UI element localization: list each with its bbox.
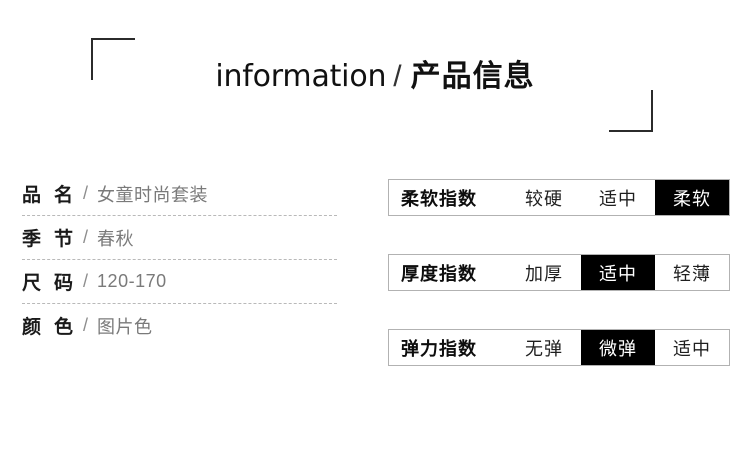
- spec-label-char-2: 名: [54, 185, 76, 206]
- index-option-selected[interactable]: 适中: [581, 255, 655, 290]
- spec-separator: /: [83, 271, 89, 291]
- index-option[interactable]: 适中: [599, 188, 637, 209]
- index-bar-softness: 柔软指数 较硬 适中 柔软: [388, 179, 730, 216]
- index-bar-label: 柔软指数: [401, 188, 477, 209]
- corner-bracket-bottom-right: [609, 90, 653, 132]
- spec-separator: /: [83, 315, 89, 335]
- index-bar-list: 柔软指数 较硬 适中 柔软 厚度指数 加厚 适中 轻薄 弹力指数 无弹 微弹 适…: [388, 179, 730, 366]
- spec-label-char-1: 品: [22, 185, 44, 206]
- index-option-group: 无弹 微弹 适中: [483, 330, 729, 365]
- index-option-group: 较硬 适中 柔软: [483, 180, 729, 215]
- spec-value: 图片色: [97, 316, 153, 337]
- spec-row-color: 颜色 / 图片色: [22, 304, 337, 347]
- spec-divider: [22, 259, 337, 260]
- spec-separator: /: [83, 227, 89, 247]
- index-option-group: 加厚 适中 轻薄: [483, 255, 729, 290]
- spec-divider: [22, 303, 337, 304]
- index-option[interactable]: 较硬: [525, 188, 563, 209]
- spec-label-char-2: 节: [54, 229, 76, 250]
- index-bar-thickness: 厚度指数 加厚 适中 轻薄: [388, 254, 730, 291]
- spec-label: 颜色: [22, 312, 75, 339]
- index-option[interactable]: 适中: [673, 338, 711, 359]
- spec-label-char-2: 码: [54, 273, 76, 294]
- index-option-selected[interactable]: 微弹: [581, 330, 655, 365]
- page-title-separator: /: [393, 60, 402, 93]
- spec-label: 尺码: [22, 268, 75, 295]
- index-option[interactable]: 轻薄: [673, 263, 711, 284]
- spec-value: 女童时尚套装: [97, 184, 209, 205]
- spec-separator: /: [83, 183, 89, 203]
- spec-label: 季节: [22, 224, 75, 251]
- spec-label-char-2: 色: [54, 317, 76, 338]
- spec-label-char-1: 颜: [22, 317, 44, 338]
- spec-row-season: 季节 / 春秋: [22, 216, 337, 259]
- spec-row-product-name: 品名 / 女童时尚套装: [22, 172, 337, 215]
- spec-label-char-1: 尺: [22, 273, 44, 294]
- index-option-selected[interactable]: 柔软: [655, 180, 729, 215]
- index-bar-label: 厚度指数: [401, 263, 477, 284]
- corner-bracket-top-left: [91, 38, 135, 80]
- spec-row-size: 尺码 / 120-170: [22, 260, 337, 303]
- spec-label-char-1: 季: [22, 229, 44, 250]
- spec-divider: [22, 215, 337, 216]
- page-title-chinese: 产品信息: [410, 60, 535, 93]
- index-option[interactable]: 无弹: [525, 338, 563, 359]
- product-spec-list: 品名 / 女童时尚套装 季节 / 春秋 尺码 / 120-170 颜色 / 图片…: [22, 172, 337, 347]
- spec-label: 品名: [22, 180, 75, 207]
- index-bar-label: 弹力指数: [401, 338, 477, 359]
- spec-value: 120-170: [97, 271, 167, 291]
- spec-value: 春秋: [97, 228, 135, 249]
- page-title: information/产品信息: [0, 57, 750, 97]
- page-title-english: information: [215, 59, 387, 94]
- index-option[interactable]: 加厚: [525, 263, 563, 284]
- index-bar-elasticity: 弹力指数 无弹 微弹 适中: [388, 329, 730, 366]
